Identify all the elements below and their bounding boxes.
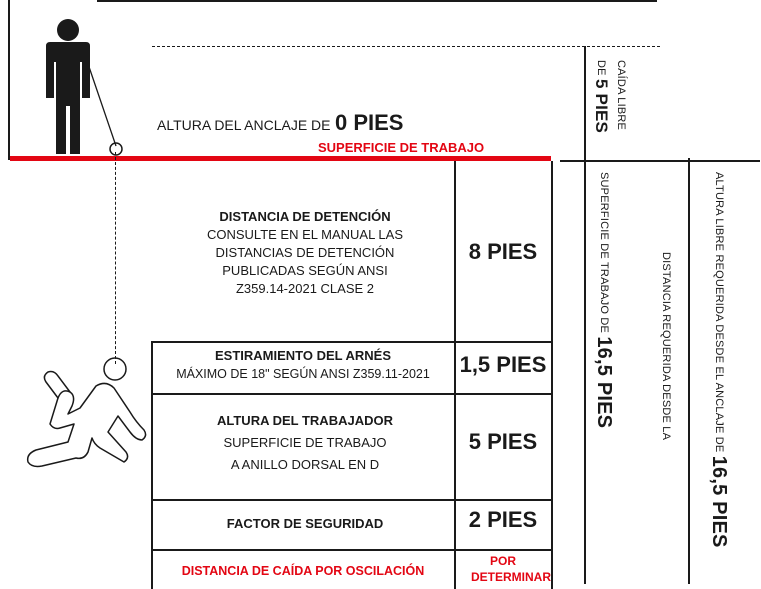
anchor-dashed-line: [152, 46, 660, 47]
work-surface-label: SUPERFICIE DE TRABAJO: [318, 140, 485, 155]
row-divider-2: [151, 393, 552, 395]
arrest-distance-title: DISTANCIA DE DETENCIÓN: [219, 209, 391, 224]
arrest-distance-line: DISTANCIAS DE DETENCIÓN: [215, 245, 395, 260]
row-divider-4: [151, 549, 552, 551]
worker-height-value: 5 PIES: [468, 429, 538, 454]
required-surface-prefix: SUPERFICIE DE TRABAJO DE: [598, 172, 610, 334]
free-fall-prefix: DE: [595, 60, 607, 76]
required-from-anchor-label: ALTURA LIBRE REQUERIDA DESDE EL ANCLAJE …: [704, 172, 734, 582]
worker-height-title: ALTURA DEL TRABAJADOR: [217, 413, 393, 428]
surface-column-divider: [657, 46, 659, 161]
row-divider-1: [151, 341, 552, 343]
arrest-distance-value: 8 PIES: [468, 239, 538, 264]
free-fall-value: 5 PIES: [592, 78, 611, 134]
surface-right-line: [560, 160, 760, 162]
safety-factor-value: 2 PIES: [468, 507, 538, 532]
safety-factor-title: FACTOR DE SEGURIDAD: [226, 516, 384, 531]
required-anchor-value: 16,5 PIES: [708, 455, 730, 548]
row-divider-3: [151, 499, 552, 501]
required-from-surface-label: DISTANCIA REQUERIDA DESDE LA SUPERFICIE …: [590, 172, 680, 582]
left-frame-line: [8, 0, 10, 160]
anchor-height-prefix: ALTURA DEL ANCLAJE DE: [157, 117, 331, 133]
drop-dashed-line: [115, 152, 116, 364]
arrest-distance-line: Z359.14-2021 CLASE 2: [235, 281, 375, 296]
anchor-column-divider: [688, 158, 690, 584]
value-column-left: [454, 161, 456, 589]
arrest-distance-line: PUBLICADAS SEGÚN ANSI: [222, 263, 388, 278]
anchor-height-label: ALTURA DEL ANCLAJE DE 0 PIES: [157, 110, 403, 136]
table-left-line: [151, 341, 153, 589]
arrest-distance-line: CONSULTE EN EL MANUAL LAS: [206, 227, 403, 242]
required-surface-line2: SUPERFICIE DE TRABAJO DE 16,5 PIES: [590, 172, 618, 582]
harness-stretch-value: 1,5 PIES: [459, 352, 547, 377]
worker-height-cell: ALTURA DEL TRABAJADOR SUPERFICIE DE TRAB…: [160, 412, 450, 474]
harness-stretch-cell: ESTIRAMIENTO DEL ARNÉS MÁXIMO DE 18" SEG…: [152, 347, 454, 383]
free-fall-divider: [584, 46, 586, 584]
value-column-right: [551, 161, 553, 589]
required-anchor-text: ALTURA LIBRE REQUERIDA DESDE EL ANCLAJE …: [713, 172, 725, 453]
work-surface-line: [10, 156, 551, 161]
standing-worker-icon: [46, 19, 123, 156]
anchor-height-value: 0 PIES: [334, 110, 404, 135]
harness-stretch-title: ESTIRAMIENTO DEL ARNÉS: [214, 348, 391, 363]
top-border-line: [97, 0, 657, 2]
harness-stretch-line: MÁXIMO DE 18" SEGÚN ANSI Z359.11-2021: [176, 367, 430, 381]
required-surface-line1: DISTANCIA REQUERIDA DESDE LA: [660, 252, 672, 441]
worker-height-line: SUPERFICIE DE TRABAJO: [223, 435, 387, 450]
worker-height-line: A ANILLO DORSAL EN D: [230, 457, 380, 472]
arrest-distance-cell: DISTANCIA DE DETENCIÓN CONSULTE EN EL MA…: [160, 208, 450, 298]
required-surface-value: 16,5 PIES: [593, 336, 615, 429]
free-fall-line2: DE 5 PIES: [592, 60, 611, 160]
free-fall-label: CAÍDA LIBRE DE 5 PIES: [592, 60, 628, 160]
swing-fall-value: POR DETERMINAR: [471, 554, 551, 584]
falling-worker-icon: [26, 357, 147, 468]
swing-fall-title: DISTANCIA DE CAÍDA POR OSCILACIÓN: [181, 564, 425, 578]
free-fall-line1: CAÍDA LIBRE: [615, 60, 627, 131]
